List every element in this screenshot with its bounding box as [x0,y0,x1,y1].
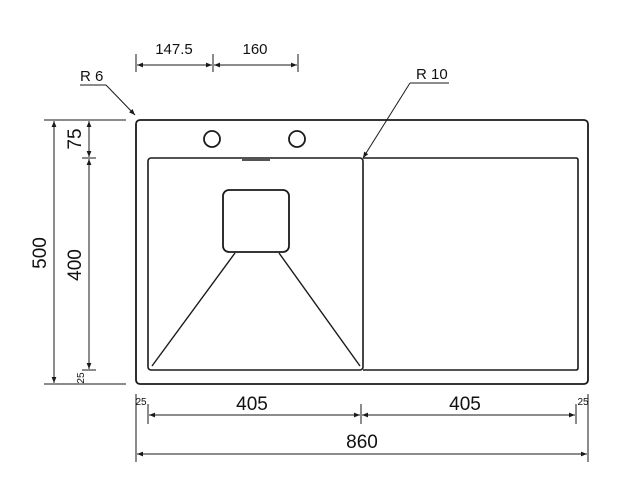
label-r10: R 10 [416,66,448,83]
label-hole-spacing: 160 [242,41,267,58]
label-top-to-bowl: 75 [65,128,86,149]
drain-slope-right [278,252,361,367]
drain-square [222,189,290,253]
leader-r6-diagonal [105,84,136,116]
label-hole-offset: 147.5 [155,41,193,58]
label-bottom-margin: 25 [76,372,87,384]
label-bowl-width: 405 [236,394,268,415]
bowl-outline [147,157,364,371]
drain-slope-left [151,252,236,367]
label-drainer-width: 405 [449,394,481,415]
tap-hole-right [288,130,306,148]
label-left-margin: 25 [135,397,147,408]
leader-r10-diagonal [362,82,411,159]
tap-hole-left [203,130,221,148]
label-r6: R 6 [80,68,103,85]
label-right-margin: 25 [577,397,589,408]
label-bowl-height: 400 [65,249,86,281]
drainer-outline [363,157,579,371]
sink-outline [135,119,589,385]
label-total-height: 500 [30,237,51,269]
label-total-width: 860 [346,432,378,453]
